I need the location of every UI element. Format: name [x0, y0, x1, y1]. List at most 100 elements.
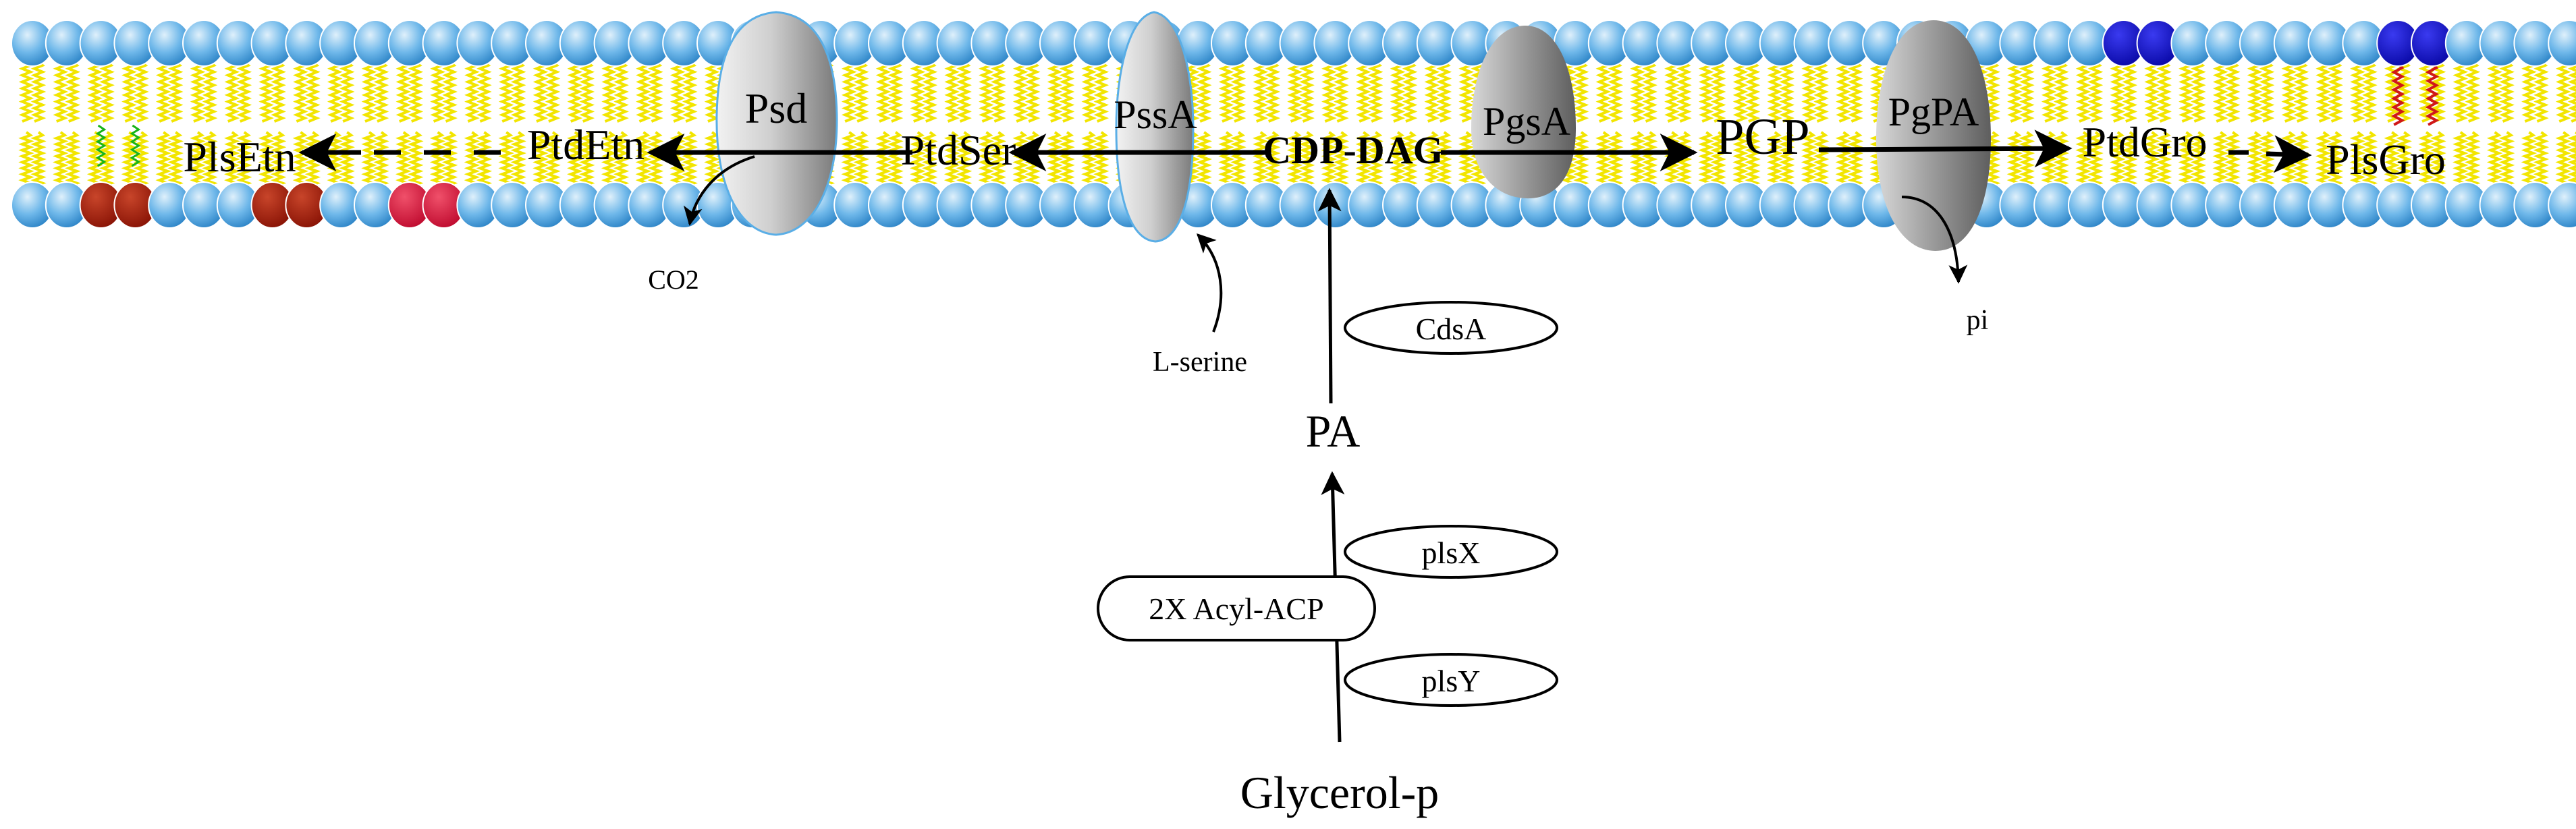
lipid-tail	[2293, 61, 2309, 123]
lipid-tail	[271, 61, 286, 123]
lipid-tail	[1985, 61, 2000, 123]
lipid-tail	[1402, 61, 1418, 123]
lipid-tail	[2156, 61, 2172, 123]
lipid-tail	[2349, 131, 2366, 188]
lipid-tail	[875, 61, 892, 123]
lipid-tail	[1629, 131, 1646, 188]
lipid-tail	[293, 61, 308, 123]
lipid-tail	[53, 61, 69, 123]
lipid-tail	[121, 61, 137, 123]
lipid-tail	[2465, 131, 2481, 188]
lipid-tail	[373, 131, 389, 188]
pgsa-label: PgsA	[1483, 99, 1570, 144]
lipid-tail	[2075, 131, 2091, 188]
lipid-tail	[236, 131, 252, 188]
lipid-tail	[236, 61, 252, 123]
lipid-tail	[613, 61, 629, 123]
lipid-tail	[155, 131, 171, 188]
lipid-tail	[292, 131, 309, 188]
lipid-tail	[1265, 131, 1281, 188]
arrow-co2-release	[683, 155, 755, 226]
lipid-tail	[1595, 61, 1612, 123]
lipid-tail	[1813, 131, 1830, 188]
lipid-tail	[875, 131, 892, 188]
lipid-tail	[1196, 61, 1212, 123]
lipid-tail	[167, 61, 184, 123]
lipid-tail	[373, 61, 389, 123]
lipid-tail	[2361, 131, 2378, 188]
lipid-tail	[636, 61, 651, 123]
lipid-tail	[133, 131, 150, 188]
lipid-tail	[601, 61, 617, 123]
lipid-tail	[1321, 61, 1337, 123]
lipid-head	[2548, 181, 2576, 229]
co2-label: CO2	[648, 264, 699, 295]
acyl-acp-box	[1097, 575, 1376, 641]
lipid-tail	[956, 61, 972, 123]
lipid-tail	[2110, 61, 2126, 123]
lipid-tail	[1196, 131, 1212, 188]
lipid-tail	[395, 61, 412, 123]
arrow-l-serine-input	[1197, 233, 1223, 333]
lipid-tail	[1253, 61, 1269, 123]
lipid-tail	[2293, 131, 2309, 188]
lipid-tail	[978, 131, 995, 188]
lipid-tail	[134, 61, 149, 123]
lipid-tail	[841, 61, 857, 123]
lipid-tail	[430, 61, 445, 123]
lipid-tail	[121, 131, 138, 188]
lipid-tail	[2533, 131, 2550, 188]
lipid-tail	[339, 131, 355, 188]
lipid-tail	[2190, 131, 2207, 188]
lipid-tail	[429, 131, 446, 188]
lipid-tail	[579, 131, 595, 188]
lipid-tail	[2396, 131, 2412, 188]
lipid-tail	[2281, 61, 2297, 123]
lipid-tail	[339, 61, 355, 123]
lipid-tail	[99, 131, 115, 188]
lipid-tail	[943, 131, 960, 188]
lipid-tail	[2521, 131, 2538, 188]
lipid-tail	[2418, 131, 2434, 188]
arrow-pi-release	[1901, 196, 1968, 284]
lipid-tail	[155, 61, 171, 123]
lipid-tail	[1436, 61, 1452, 123]
lipid-tail	[1595, 131, 1612, 188]
lipid-tail	[2041, 61, 2057, 123]
lipid-tail	[922, 131, 938, 188]
lipid-tail	[464, 61, 480, 123]
lipid-tail	[53, 131, 69, 188]
lipid-tail	[1458, 131, 1475, 188]
plasmalogen-mark	[130, 124, 141, 167]
lipid-tail	[270, 131, 287, 188]
lipid-tail	[1732, 131, 1749, 188]
lipid-tail	[2122, 61, 2138, 123]
ptdetn-label: PtdEtn	[527, 121, 645, 169]
lipid-tail	[1608, 131, 1624, 188]
lipid-tail	[545, 61, 561, 123]
lipid-tail	[1093, 61, 1109, 123]
lipid-tail	[202, 131, 218, 188]
lipid-tail	[1321, 131, 1338, 188]
lipid-tail	[601, 131, 618, 188]
lipid-tail	[2247, 131, 2263, 188]
lipid-tail	[1984, 131, 2001, 188]
lipid-tail	[1355, 61, 1371, 123]
lipid-tail	[18, 131, 34, 188]
lipid-tail	[1367, 61, 1383, 123]
lipid-tail	[1081, 131, 1097, 188]
lipid-tail	[1801, 61, 1817, 123]
lipid-tail	[2019, 61, 2035, 123]
lipid-tail	[476, 61, 492, 123]
lipid-tail	[841, 131, 857, 188]
lipid-tail	[2384, 131, 2400, 188]
lipid-tail	[1230, 61, 1246, 123]
lipid-tail	[2328, 61, 2343, 123]
lipid-tail	[1059, 61, 1075, 123]
lipid-tail	[545, 131, 561, 188]
lipid-tail	[18, 61, 34, 123]
lipid-tail	[1767, 131, 1783, 188]
lipid-tail	[1779, 61, 1795, 123]
lipid-tail	[1698, 61, 1714, 123]
